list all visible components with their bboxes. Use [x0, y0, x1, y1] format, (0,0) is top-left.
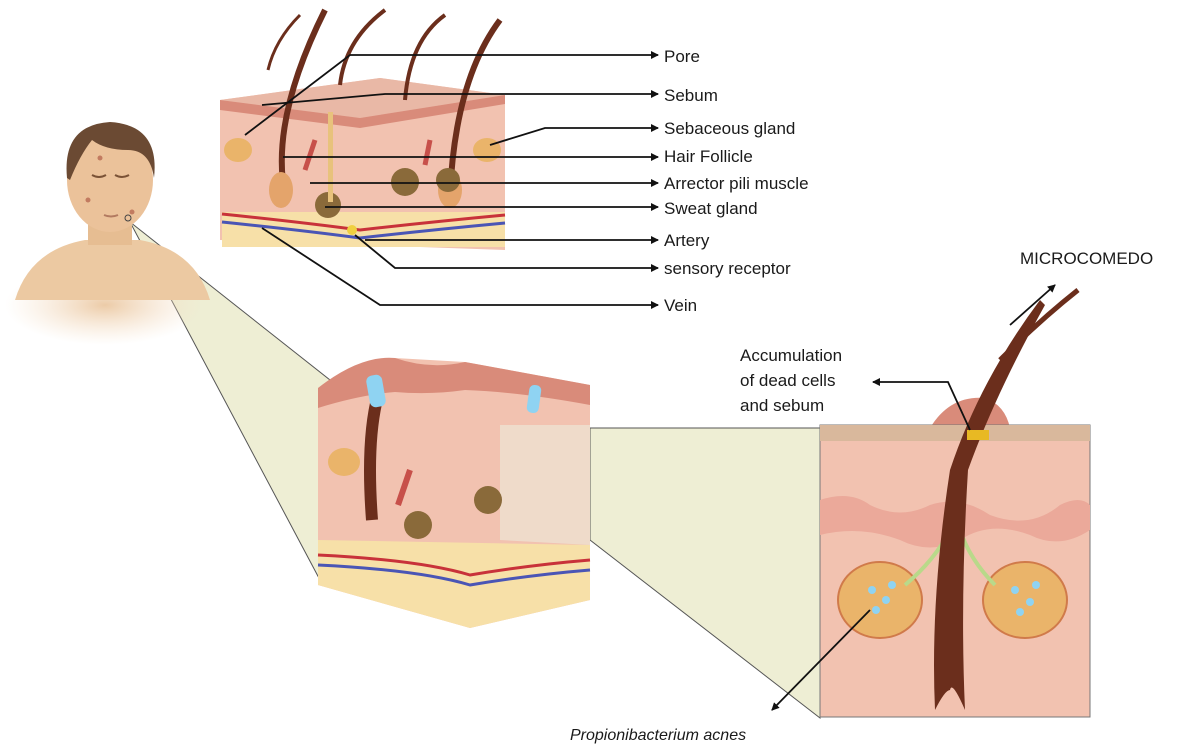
label-sweat-gland: Sweat gland: [664, 199, 758, 218]
skin-cross-section-middle: [318, 358, 590, 628]
sebaceous-gland-left: [838, 562, 922, 638]
skin-cross-section-top: [220, 10, 505, 250]
label-sebaceous-gland: Sebaceous gland: [664, 119, 795, 138]
person-illustration: [5, 122, 210, 345]
label-propionibacterium-acnes: Propionibacterium acnes: [570, 727, 746, 744]
label-vein: Vein: [664, 296, 697, 315]
label-artery: Artery: [664, 231, 710, 250]
label-microcomedo: MICROCOMEDO: [1020, 249, 1153, 268]
label-accumulation-line1: Accumulation: [740, 346, 842, 365]
microcomedo-panel: [820, 290, 1090, 717]
label-arrector-pili-muscle: Arrector pili muscle: [664, 174, 809, 193]
label-accumulation-line3: and sebum: [740, 396, 824, 415]
sebaceous-gland-right: [983, 562, 1067, 638]
label-accumulation-line2: of dead cells: [740, 371, 835, 390]
sebum-plug: [967, 430, 989, 440]
label-pore: Pore: [664, 47, 700, 66]
zoom-cone-follicle: [590, 428, 820, 718]
label-hair-follicle: Hair Follicle: [664, 147, 753, 166]
label-sensory-receptor: sensory receptor: [664, 259, 791, 278]
label-sebum: Sebum: [664, 86, 718, 105]
